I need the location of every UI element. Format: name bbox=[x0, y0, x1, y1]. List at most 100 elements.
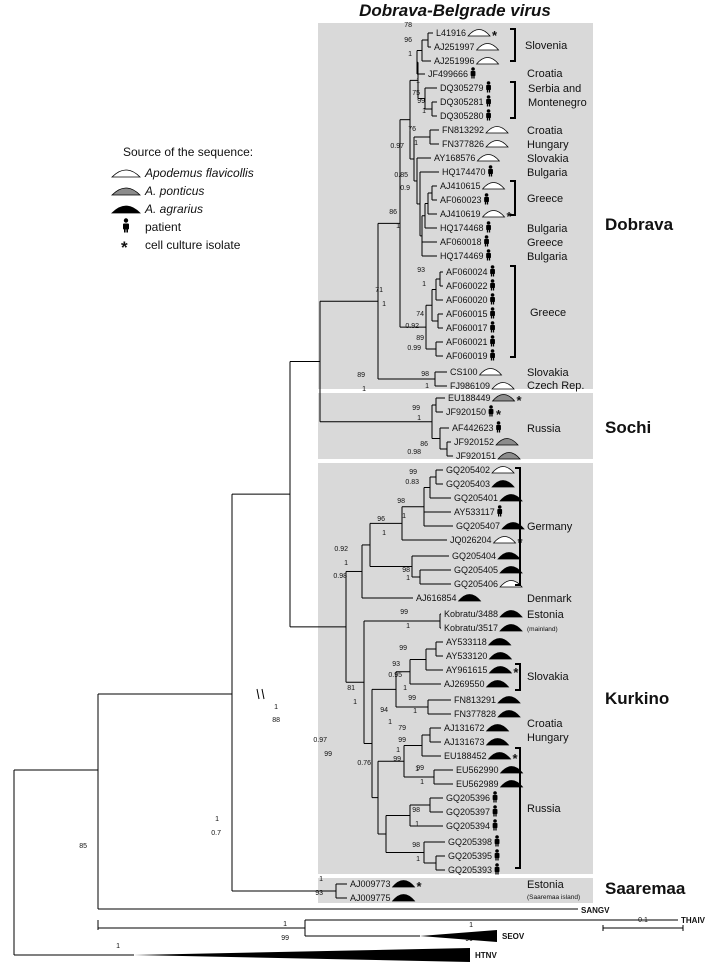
patient-icon bbox=[492, 819, 498, 831]
leaf: AJ009775 bbox=[350, 893, 416, 903]
figure-title: Dobrava-Belgrade virus bbox=[359, 1, 551, 20]
country-label: Greece bbox=[527, 237, 563, 249]
leaf-label: DQ305280 bbox=[440, 111, 484, 121]
support-value: 1 bbox=[382, 301, 386, 308]
support-value: 71 bbox=[375, 287, 383, 294]
leaf: GQ205393 bbox=[448, 863, 500, 875]
leaf-label: AJ616854 bbox=[416, 593, 457, 603]
support-value: 86 bbox=[420, 441, 428, 448]
patient-icon bbox=[497, 505, 503, 517]
country-label: Russia bbox=[527, 803, 562, 815]
patient-icon bbox=[486, 221, 491, 233]
gray-mound-icon bbox=[497, 452, 521, 460]
leaf: AJ131673 bbox=[444, 737, 510, 747]
support-value: 99 bbox=[417, 98, 425, 105]
leaf: GQ205394 bbox=[446, 819, 498, 831]
country-brackets bbox=[510, 28, 521, 869]
leaf-label: EU562989 bbox=[456, 779, 499, 789]
support-value: 1 bbox=[116, 943, 120, 950]
black-mound-icon bbox=[499, 494, 523, 502]
leaf: AY168576 bbox=[434, 153, 501, 163]
leaf: GQ205395 bbox=[448, 849, 500, 861]
leaf: HQ174468 bbox=[440, 221, 491, 233]
black-mound-icon bbox=[499, 610, 523, 618]
patient-icon bbox=[490, 279, 495, 291]
support-value: 1 bbox=[422, 281, 426, 288]
country-label: Germany bbox=[527, 521, 573, 533]
support-value: 78 bbox=[404, 22, 412, 29]
country-label: Denmark bbox=[527, 593, 572, 605]
leaf: HQ174469 bbox=[440, 249, 491, 261]
country-label: Croatia bbox=[527, 718, 563, 730]
leaf-label: AJ269550 bbox=[444, 679, 485, 689]
leaf-label: AJ009775 bbox=[350, 893, 391, 903]
support-value: 98 bbox=[412, 807, 420, 814]
leaf-label: FN377828 bbox=[454, 709, 496, 719]
leaf: FN813292 bbox=[442, 125, 509, 135]
leaf-label: JF920151 bbox=[456, 451, 496, 461]
leaf-label: JF920152 bbox=[454, 437, 494, 447]
leaf-label: GQ205403 bbox=[446, 479, 490, 489]
open-mound-icon bbox=[481, 210, 506, 218]
support-value: 0.76 bbox=[357, 760, 371, 767]
country-label: (mainland) bbox=[527, 626, 558, 633]
leaf: JF499666 bbox=[428, 67, 476, 79]
leaf-label: AJ009773 bbox=[350, 879, 391, 889]
black-mound-icon bbox=[488, 666, 513, 674]
support-value: 79 bbox=[398, 725, 406, 732]
country-label: Slovakia bbox=[527, 367, 569, 379]
support-value: 99 bbox=[416, 765, 424, 772]
support-value: 96 bbox=[404, 37, 412, 44]
leaf-label: AF060020 bbox=[446, 295, 488, 305]
black-mound-icon bbox=[497, 710, 521, 718]
leaf: FJ986109 bbox=[450, 381, 515, 391]
country-label: Slovakia bbox=[527, 153, 569, 165]
legend-item-label: patient bbox=[145, 220, 182, 234]
leaf: AY533120 bbox=[446, 651, 513, 661]
leaf: AJ410619* bbox=[440, 209, 513, 224]
black-mound-icon bbox=[499, 766, 524, 774]
support-value: 1 bbox=[382, 530, 386, 537]
patient-icon bbox=[490, 335, 495, 347]
support-value: 75 bbox=[412, 90, 420, 97]
support-value: 99 bbox=[409, 469, 417, 476]
outgroup-label-htnv: HTNV bbox=[475, 951, 497, 960]
country-label: Estonia bbox=[527, 609, 565, 621]
legend-title: Source of the sequence: bbox=[123, 145, 253, 159]
support-value: 1 bbox=[353, 699, 357, 706]
leaf: AF060018 bbox=[440, 235, 489, 247]
legend-item-label: Apodemus flavicollis bbox=[144, 166, 254, 180]
support-value: 85 bbox=[79, 843, 87, 850]
leaf: AJ269550 bbox=[444, 679, 510, 689]
country-bracket bbox=[515, 663, 521, 691]
support-value: 89 bbox=[357, 372, 365, 379]
support-values: 961781759917610.970.850.9861931740.92890… bbox=[79, 22, 473, 950]
outgroups: SANGV THAIV SEOV HTNV bbox=[134, 906, 706, 962]
leaf-label: GQ205398 bbox=[448, 837, 492, 847]
leaf-label: AY961615 bbox=[446, 665, 487, 675]
leaf-label: GQ205393 bbox=[448, 865, 492, 875]
panel-saaremaa bbox=[318, 878, 593, 903]
black-mound-icon bbox=[491, 480, 515, 488]
black-mound-icon bbox=[457, 594, 482, 602]
support-value: 93 bbox=[417, 267, 425, 274]
leaf-label: FN813292 bbox=[442, 125, 484, 135]
country-label: Serbia and bbox=[528, 83, 581, 95]
support-value: 0.92 bbox=[334, 546, 348, 553]
support-value: 0.83 bbox=[405, 479, 419, 486]
black-mound-icon bbox=[391, 894, 416, 902]
leaf-label: AJ251997 bbox=[434, 42, 475, 52]
patient-icon bbox=[486, 81, 491, 93]
open-mound-icon bbox=[485, 126, 509, 134]
leaf: GQ205405 bbox=[454, 565, 523, 575]
support-value: 99 bbox=[393, 756, 401, 763]
outgroup-wedge-htnv bbox=[134, 948, 470, 962]
black-mound-icon bbox=[485, 724, 510, 732]
support-value: 99 bbox=[399, 645, 407, 652]
outgroup-wedge-seov bbox=[420, 930, 497, 942]
support-value: 99 bbox=[400, 609, 408, 616]
open-mound-icon bbox=[492, 536, 517, 544]
open-mound-icon bbox=[467, 29, 491, 37]
leaf-label: EU188452 bbox=[444, 751, 487, 761]
